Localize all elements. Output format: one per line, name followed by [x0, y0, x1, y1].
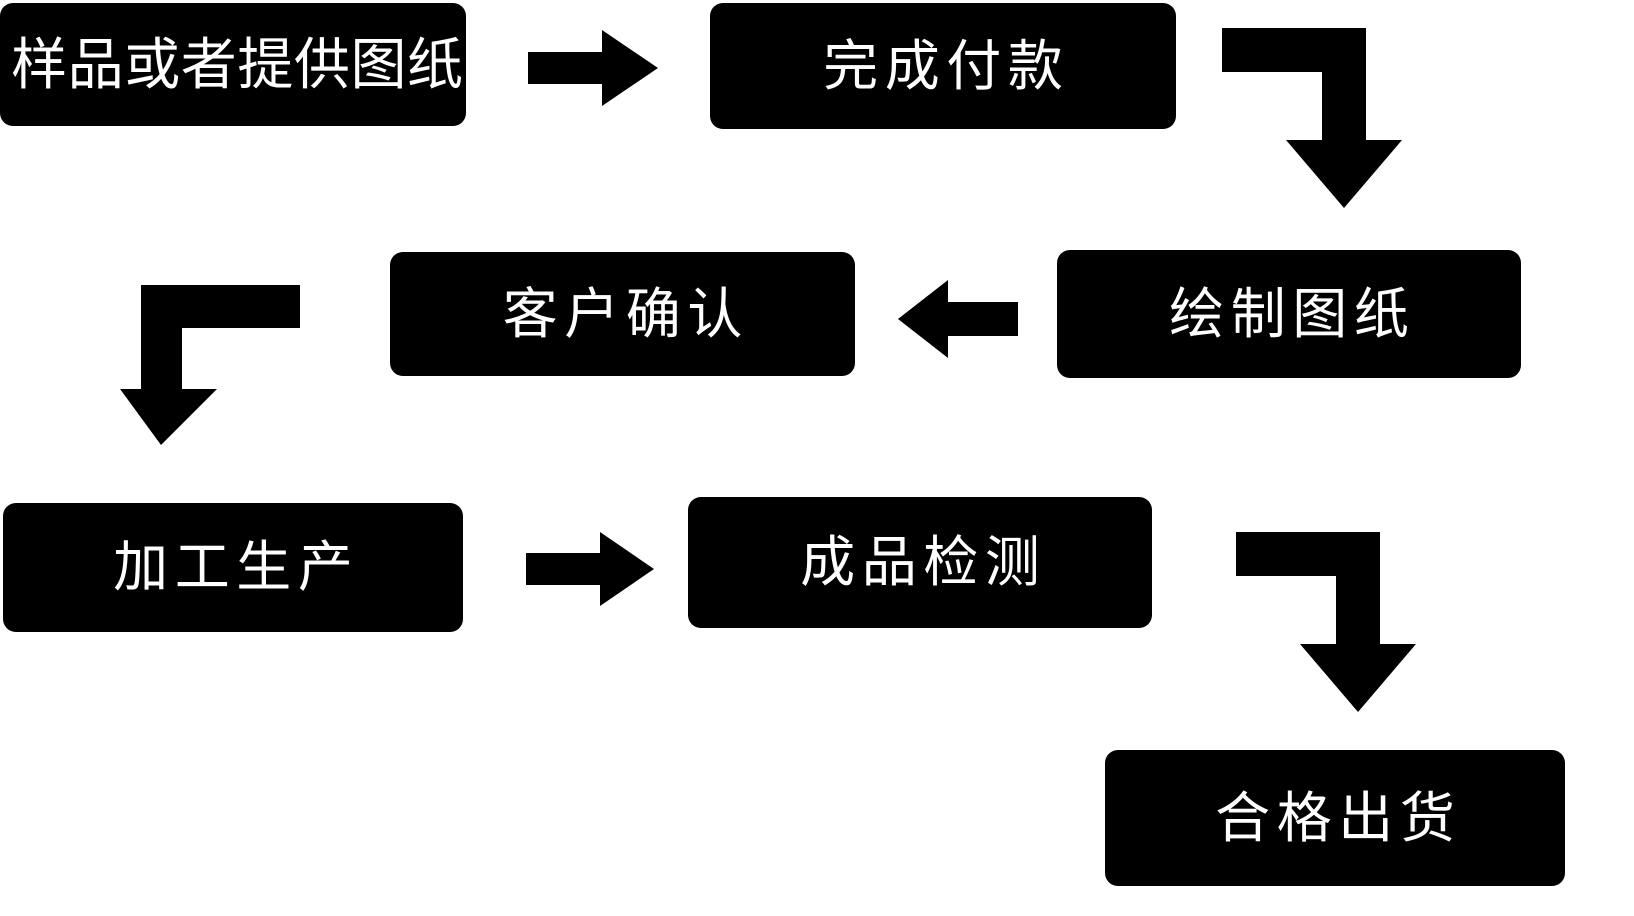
flow-node-label: 加工生产 — [113, 536, 360, 598]
arrow-right-icon — [526, 532, 654, 606]
flow-node-shipment[interactable]: 合格出货 — [1105, 750, 1565, 886]
flow-node-drawing[interactable]: 绘制图纸 — [1057, 250, 1521, 378]
flow-node-label: 客户确认 — [502, 282, 750, 345]
arrow-elbow-right-down-icon — [1222, 28, 1402, 208]
arrow-elbow-right-down-icon — [1236, 532, 1416, 712]
flow-node-production[interactable]: 加工生产 — [3, 503, 463, 632]
flow-node-inspection[interactable]: 成品检测 — [688, 497, 1152, 628]
flow-node-sample[interactable]: 样品或者提供图纸 — [0, 3, 466, 126]
flow-node-label: 完成付款 — [823, 34, 1070, 97]
flow-node-payment[interactable]: 完成付款 — [710, 3, 1176, 129]
flow-node-confirm[interactable]: 客户确认 — [390, 252, 855, 376]
arrow-elbow-left-down-icon — [120, 285, 300, 445]
flow-node-label: 绘制图纸 — [1169, 282, 1416, 345]
flow-node-label: 成品检测 — [800, 531, 1047, 593]
arrow-left-icon — [898, 280, 1018, 358]
flow-node-label: 合格出货 — [1215, 786, 1462, 849]
flow-node-label: 样品或者提供图纸 — [11, 32, 464, 96]
arrow-right-icon — [528, 30, 658, 106]
